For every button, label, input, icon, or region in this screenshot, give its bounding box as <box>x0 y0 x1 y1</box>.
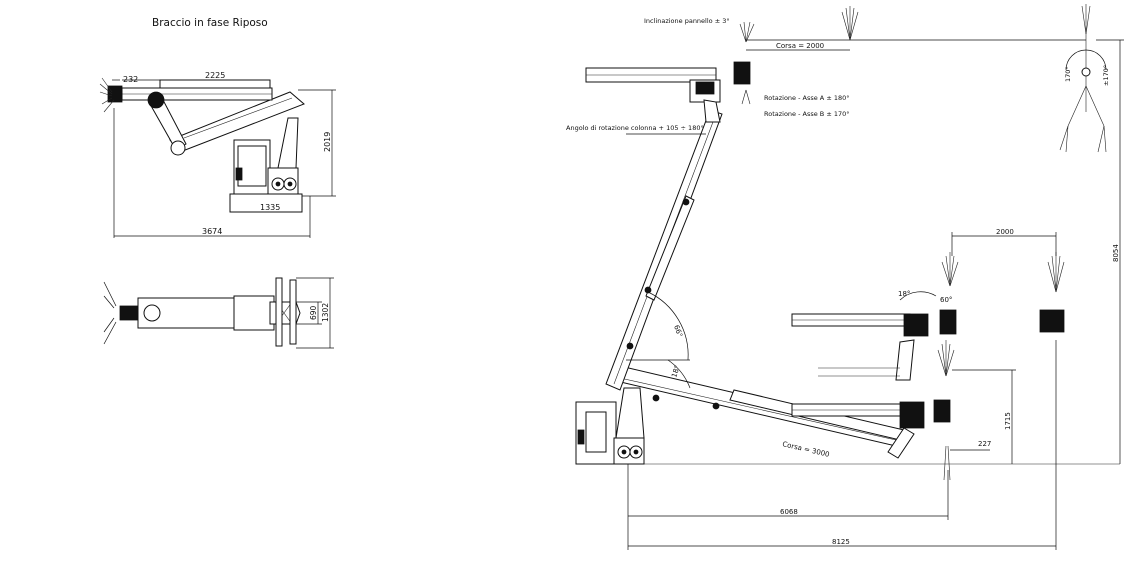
dim-232: 232 <box>123 75 138 84</box>
angle-60: 60° <box>940 296 952 304</box>
label-stroke-top: Corsa = 2000 <box>776 42 824 50</box>
dim-1302: 1302 <box>321 303 330 322</box>
drawing-title: Braccio in fase Riposo <box>152 17 268 29</box>
spray-head-ghost-icon <box>841 6 859 41</box>
dim-8125: 8125 <box>832 538 850 546</box>
label-rot-a: Rotazione - Asse A ± 180° <box>764 94 850 102</box>
angle-170: 170° <box>1064 66 1072 82</box>
angle-18: 18° <box>670 364 681 378</box>
dim-8054: 8054 <box>1112 244 1120 262</box>
label-panel-tilt: Inclinazione pannello ± 3° <box>644 17 730 25</box>
dim-1715: 1715 <box>1004 412 1012 430</box>
dim-6068: 6068 <box>780 508 798 516</box>
rest-side-view: Braccio in fase Riposo <box>99 17 336 238</box>
dim-1335: 1335 <box>260 203 280 212</box>
dim-2019: 2019 <box>323 132 332 152</box>
extended-arm-view: Inclinazione pannello ± 3° Corsa = 2000 … <box>566 4 1124 550</box>
dim-227: 227 <box>978 440 991 448</box>
label-rot-b: Rotazione - Asse B ± 170° <box>764 110 850 118</box>
label-stroke-lower: Corsa = 3000 <box>782 440 831 459</box>
spray-head-top-icon <box>739 21 755 105</box>
rest-top-view: 690 1302 <box>103 277 334 349</box>
label-column-rotation: Angolo di rotazione colonna + 105 ÷ 180° <box>566 124 704 132</box>
spray-gun-icon <box>99 77 123 113</box>
spray-head-mid-icon <box>941 252 959 287</box>
rotation-diagram: 170° ±170° <box>1059 4 1110 153</box>
spray-head-low-icon <box>937 340 955 481</box>
dim-2225: 2225 <box>205 71 225 80</box>
dim-2000: 2000 <box>996 228 1014 236</box>
angle-18b: 18° <box>898 290 910 298</box>
dim-3674: 3674 <box>202 227 222 236</box>
angle-66: 66° <box>672 324 684 338</box>
dim-690: 690 <box>309 305 318 320</box>
angle-170-b: ±170° <box>1102 65 1110 86</box>
spray-head-right-icon <box>1047 252 1065 293</box>
